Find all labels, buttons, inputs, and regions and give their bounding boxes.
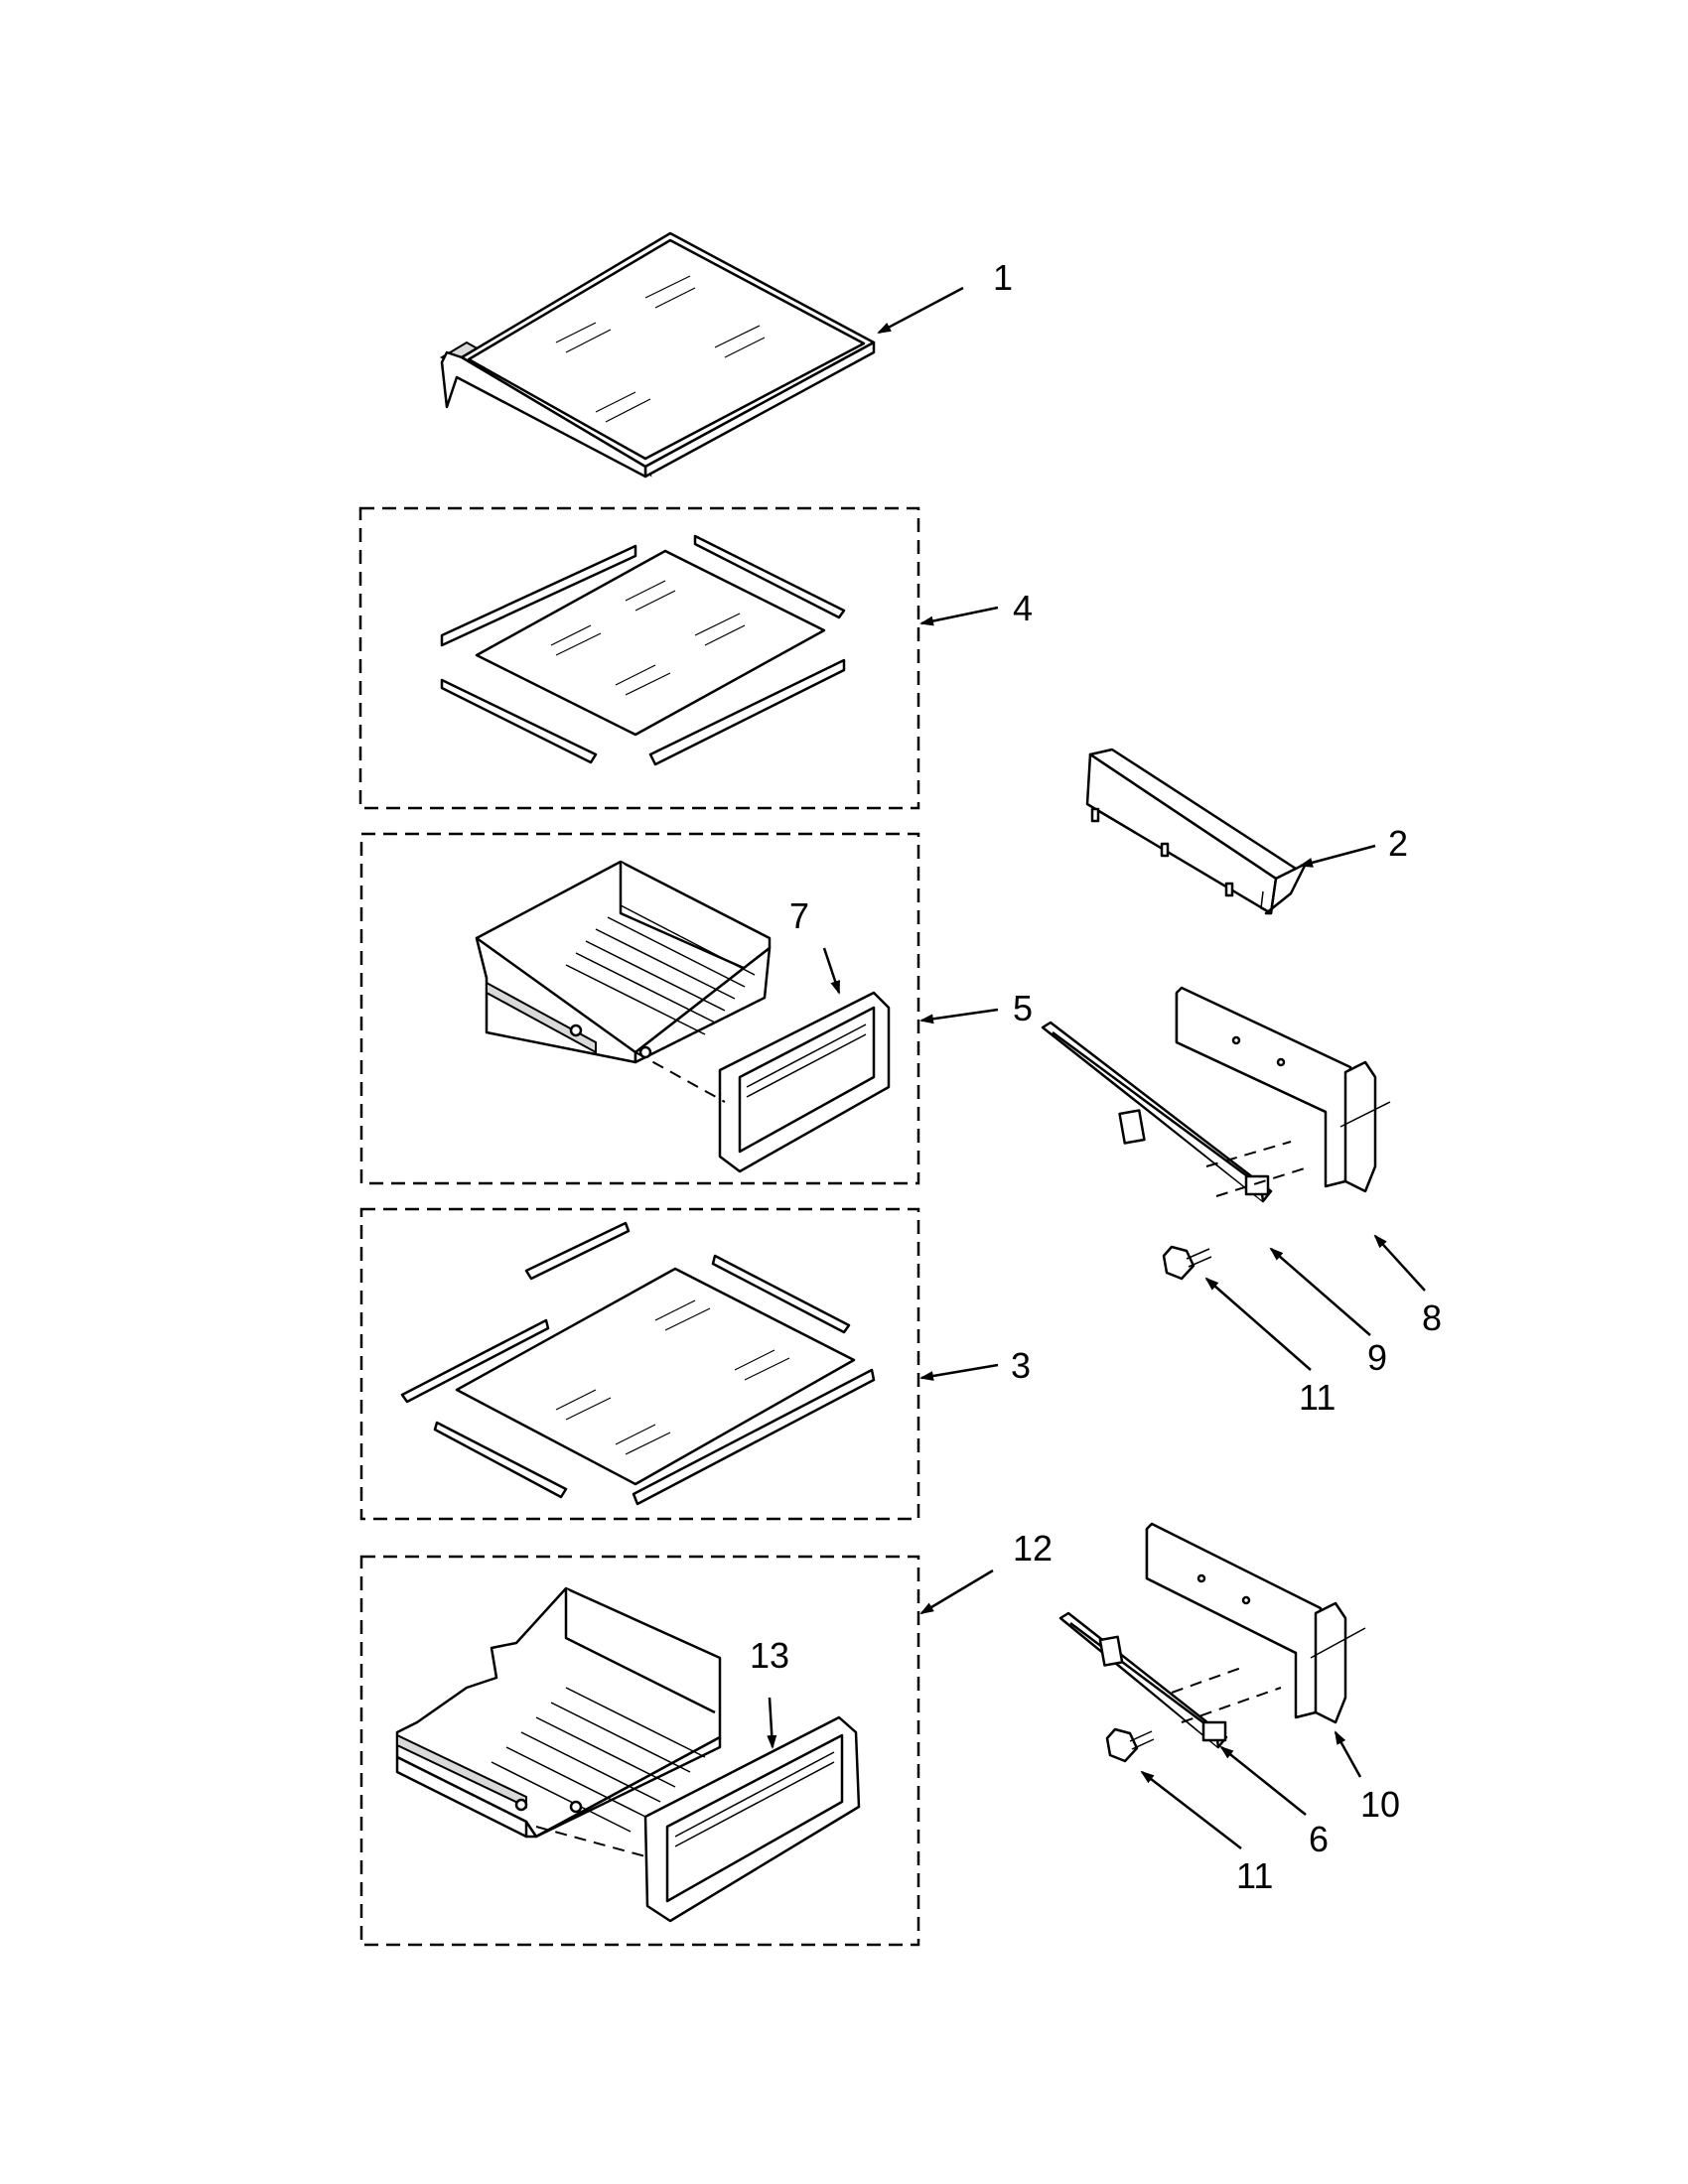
screw-part-11b <box>1105 1727 1155 1763</box>
leader-10 <box>1334 1730 1362 1778</box>
callout-4: 4 <box>1013 588 1033 628</box>
drawer-front-part-7 <box>718 991 891 1173</box>
callout-2: 2 <box>1388 823 1408 864</box>
leader-11a <box>1204 1277 1312 1371</box>
leader-6 <box>1219 1745 1307 1816</box>
track-dashline-9b <box>1215 1165 1312 1197</box>
kit-box-part-4 <box>358 506 920 810</box>
callout-5: 5 <box>1013 988 1033 1028</box>
screw-part-11a <box>1162 1245 1212 1281</box>
callout-9: 9 <box>1367 1337 1387 1378</box>
cover-part-2 <box>1085 748 1308 915</box>
callout-8: 8 <box>1422 1297 1442 1338</box>
callout-11b: 11 <box>1236 1855 1273 1896</box>
crisper-drawer-part-5 <box>475 860 772 1064</box>
callout-12: 12 <box>1013 1528 1053 1569</box>
shelf-glass-kit-part-3 <box>400 1221 876 1506</box>
kit-box-part-12 <box>359 1555 920 1947</box>
kit-box-part-3 <box>359 1207 920 1521</box>
callout-6: 6 <box>1309 1819 1329 1859</box>
leader-12 <box>919 1569 994 1615</box>
kit-box-part-5 <box>359 832 920 1185</box>
track-dashline-6a <box>1171 1667 1242 1694</box>
leader-11b <box>1140 1770 1242 1849</box>
callout-11a: 11 <box>1299 1377 1336 1418</box>
callout-7: 7 <box>789 895 809 936</box>
drawer-front-part-13 <box>643 1715 861 1923</box>
leader-9 <box>1269 1247 1371 1336</box>
leader-1 <box>877 286 964 335</box>
callout-13: 13 <box>750 1635 789 1676</box>
deli-drawer-part-12 <box>395 1586 722 1839</box>
slide-rail-part-8 <box>1175 986 1391 1193</box>
slide-rail-part-10 <box>1145 1522 1366 1724</box>
leader-8 <box>1373 1234 1426 1292</box>
leader-7 <box>822 947 841 995</box>
track-part-9 <box>1041 1021 1273 1203</box>
drawer-front-dashline-7 <box>634 1051 726 1103</box>
track-dashline-9a <box>1205 1141 1292 1167</box>
track-dashline-6b <box>1181 1687 1282 1723</box>
leader-5 <box>919 1008 999 1024</box>
shelf-glass-kit-part-4 <box>440 534 846 766</box>
leader-13 <box>767 1697 777 1749</box>
callout-1: 1 <box>993 257 1013 298</box>
track-part-6 <box>1058 1611 1228 1749</box>
callout-3: 3 <box>1011 1345 1031 1386</box>
leader-2 <box>1299 844 1376 868</box>
leader-3 <box>919 1363 999 1381</box>
callout-10: 10 <box>1360 1784 1400 1825</box>
shelf-assembly-part-1 <box>439 231 876 478</box>
leader-4 <box>919 606 999 626</box>
